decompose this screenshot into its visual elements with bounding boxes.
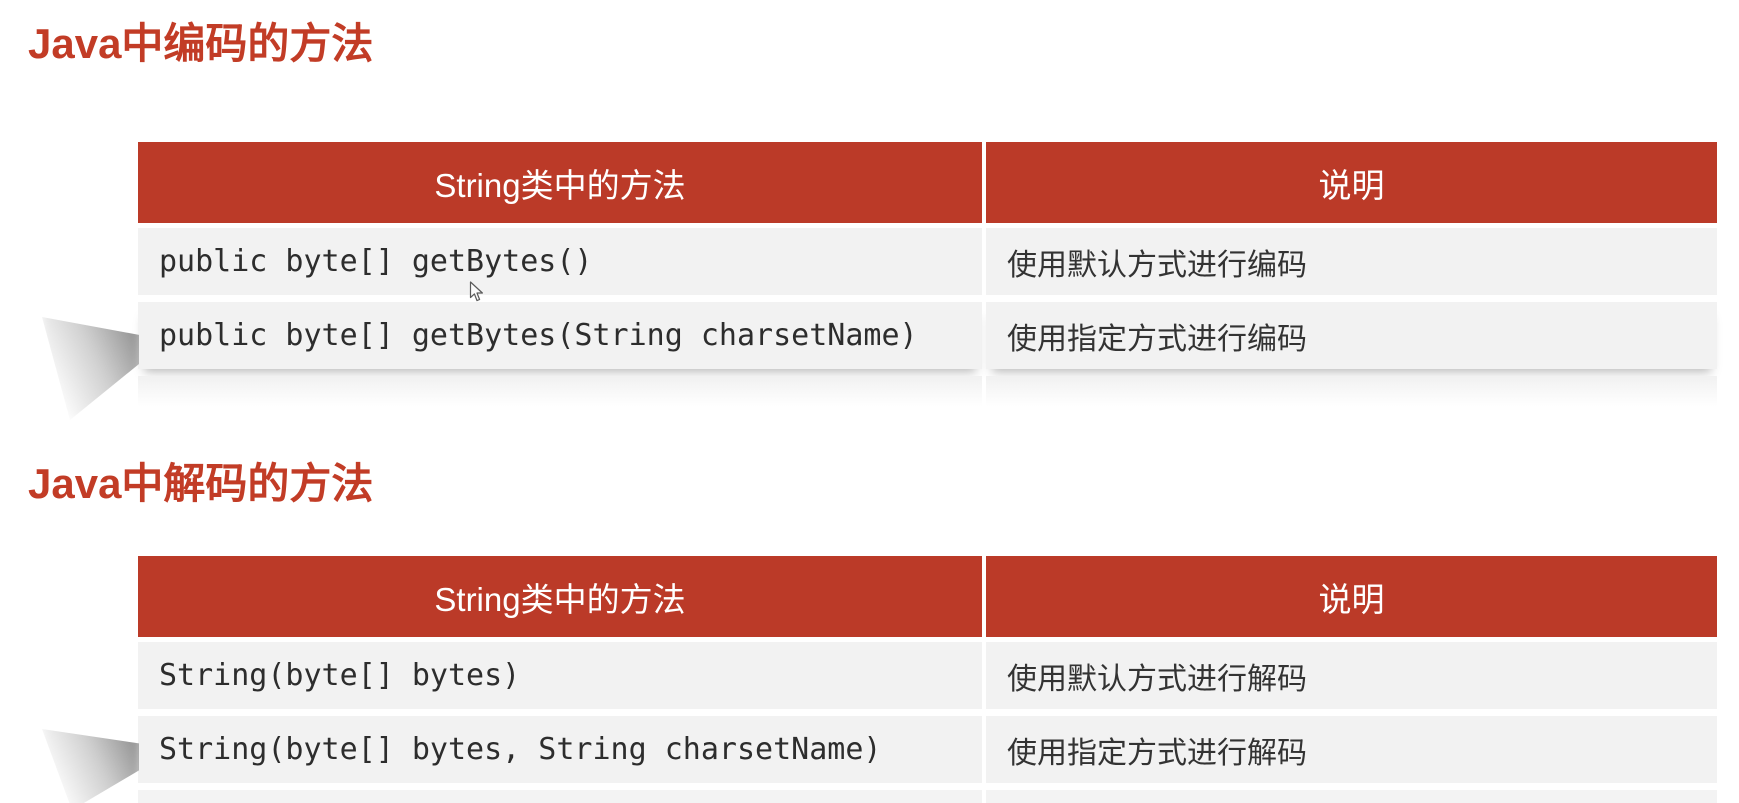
table-row: String(byte[] bytes) 使用默认方式进行解码 — [138, 642, 1717, 709]
table-header-row: String类中的方法 说明 — [138, 142, 1717, 223]
page-curl-shadow — [42, 729, 139, 803]
table-cell-method: String(byte[] bytes) — [138, 642, 982, 709]
page-curl-shadow — [42, 316, 139, 420]
table-empty-row — [138, 790, 1717, 803]
table-empty-row — [138, 376, 1717, 410]
table-header-description: 说明 — [986, 556, 1717, 637]
table-row: public byte[] getBytes() 使用默认方式进行编码 — [138, 228, 1717, 295]
table-cell-method: public byte[] getBytes() — [138, 228, 982, 295]
table-row: String(byte[] bytes, String charsetName)… — [138, 716, 1717, 783]
section-heading-decode: Java中解码的方法 — [28, 460, 374, 507]
table-cell-description: 使用默认方式进行编码 — [986, 228, 1717, 295]
table-header-method: String类中的方法 — [138, 556, 982, 637]
table-cell-description: 使用默认方式进行解码 — [986, 642, 1717, 709]
table-row: public byte[] getBytes(String charsetNam… — [138, 302, 1717, 369]
section-heading-encode: Java中编码的方法 — [28, 20, 374, 67]
table-cell-method: String(byte[] bytes, String charsetName) — [138, 716, 982, 783]
table-cell-method: public byte[] getBytes(String charsetNam… — [138, 302, 982, 369]
table-header-description: 说明 — [986, 142, 1717, 223]
table-cell-description: 使用指定方式进行解码 — [986, 716, 1717, 783]
encode-methods-table: String类中的方法 说明 public byte[] getBytes() … — [138, 142, 1717, 410]
table-header-method: String类中的方法 — [138, 142, 982, 223]
decode-methods-table: String类中的方法 说明 String(byte[] bytes) 使用默认… — [138, 556, 1717, 803]
table-header-row: String类中的方法 说明 — [138, 556, 1717, 637]
table-cell-description: 使用指定方式进行编码 — [986, 302, 1717, 369]
arrow-cursor-icon — [469, 281, 483, 302]
